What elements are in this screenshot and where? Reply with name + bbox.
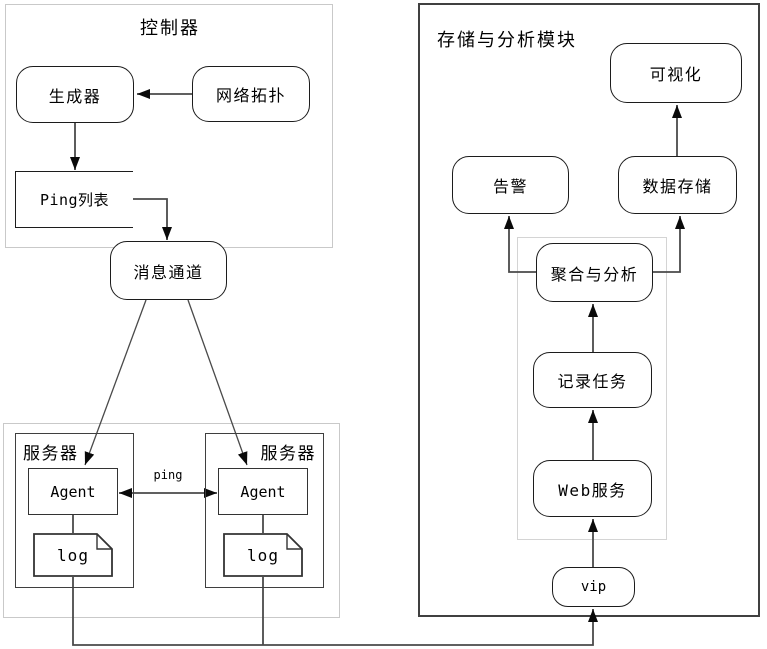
generator-node: 生成器 xyxy=(16,66,134,123)
alert-node: 告警 xyxy=(452,156,569,214)
storage-analysis-module-title: 存储与分析模块 xyxy=(437,30,577,51)
aggregation-analysis-node: 聚合与分析 xyxy=(536,243,653,302)
server2-log-doc: log xyxy=(223,533,303,577)
controller-title: 控制器 xyxy=(140,18,200,39)
server1-title: 服务器 xyxy=(23,444,79,464)
servers-group-box xyxy=(3,423,340,618)
document-icon xyxy=(223,533,303,577)
connector-channel-to-agent2 xyxy=(187,299,248,466)
connector-aggregation-to-alert xyxy=(504,216,536,273)
record-task-node: 记录任务 xyxy=(533,352,652,408)
server1-log-label: log xyxy=(57,545,89,565)
server1-box: 服务器 xyxy=(15,433,134,588)
topology-node: 网络拓扑 xyxy=(192,66,310,122)
server2-box: 服务器 xyxy=(205,433,324,588)
visualization-node: 可视化 xyxy=(610,43,742,103)
vip-node: vip xyxy=(552,567,635,607)
ping-link-label: ping xyxy=(153,468,183,482)
server1-log-doc: log xyxy=(33,533,113,577)
server1-agent-node: Agent xyxy=(28,468,118,515)
data-storage-node: 数据存储 xyxy=(618,156,737,214)
document-icon xyxy=(33,533,113,577)
connector-logs-to-vip xyxy=(72,577,598,646)
connector-channel-to-agent1 xyxy=(84,299,147,466)
server2-agent-node: Agent xyxy=(218,468,308,515)
ping-list-node: Ping列表 xyxy=(15,171,133,228)
connector-aggregation-to-storage xyxy=(653,216,685,273)
server2-log-label: log xyxy=(247,545,279,565)
pipeline-inner-box xyxy=(517,237,667,540)
web-service-node: Web服务 xyxy=(533,460,652,517)
server2-title: 服务器 xyxy=(260,444,316,464)
message-channel-node: 消息通道 xyxy=(110,241,227,300)
connector-pinglist-to-channel xyxy=(133,198,172,240)
